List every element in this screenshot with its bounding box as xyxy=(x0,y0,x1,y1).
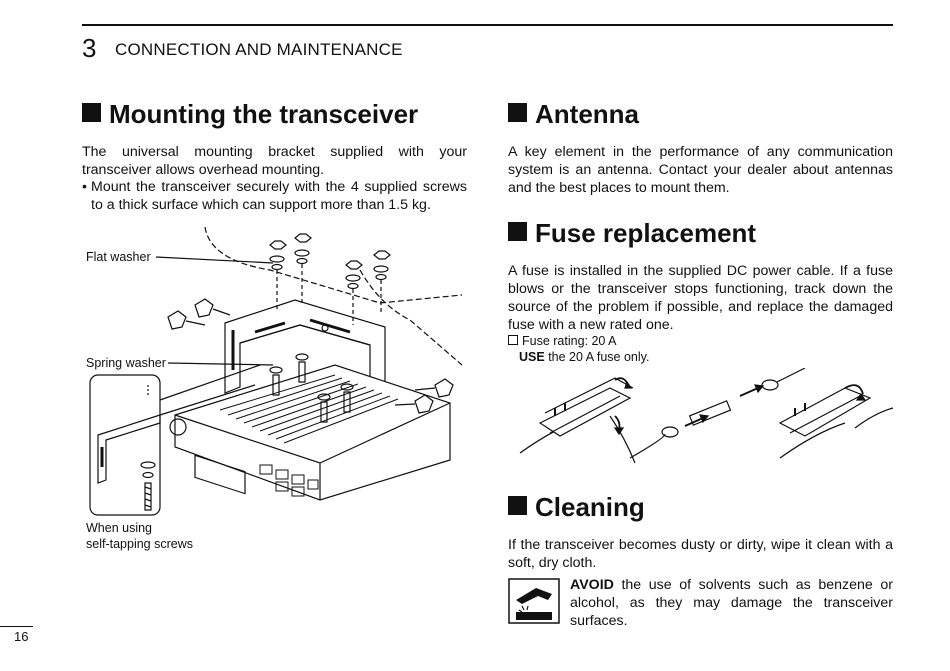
antenna-paragraph: A key element in the performance of any … xyxy=(508,144,893,196)
section-square-icon xyxy=(508,103,527,122)
header-rule xyxy=(82,24,893,26)
mounting-paragraph: The universal mounting bracket supplied … xyxy=(82,144,467,178)
page-number: 16 xyxy=(14,629,29,644)
mounting-bullet: • Mount the transceiver securely with th… xyxy=(82,178,467,214)
when-using-label-line2: self-tapping screws xyxy=(86,537,193,551)
bullet-mark: • xyxy=(82,179,87,195)
fuse-paragraph: A fuse is installed in the supplied DC p… xyxy=(508,263,893,333)
mounting-diagram xyxy=(89,226,463,516)
chapter-number: 3 xyxy=(82,33,97,63)
fuse-diagram xyxy=(519,368,894,464)
flat-washer-label: Flat washer xyxy=(86,250,151,264)
section-square-icon xyxy=(508,222,527,241)
antenna-section-title: Antenna xyxy=(508,99,639,129)
caution-solvent-icon xyxy=(508,578,560,624)
section-square-icon xyxy=(82,103,101,122)
fuse-use-note: USE the 20 A fuse only. xyxy=(519,350,650,364)
avoid-note: AVOID the use of solvents such as benzen… xyxy=(570,577,893,629)
fuse-section-title: Fuse replacement xyxy=(508,218,756,248)
mounting-section-title: Mounting the transceiver xyxy=(82,99,418,129)
chapter-title: CONNECTION AND MAINTENANCE xyxy=(115,40,403,59)
page-tick xyxy=(0,626,33,627)
cleaning-section-title: Cleaning xyxy=(508,492,645,522)
mounting-bullet-text: Mount the transceiver securely with the … xyxy=(91,179,467,213)
checkbox-icon xyxy=(508,335,518,345)
spring-washer-label: Spring washer xyxy=(86,356,166,370)
section-square-icon xyxy=(508,496,527,515)
when-using-label-line1: When using xyxy=(86,521,153,535)
cleaning-paragraph: If the transceiver becomes dusty or dirt… xyxy=(508,537,893,571)
fuse-rating: Fuse rating: 20 A xyxy=(508,333,617,349)
